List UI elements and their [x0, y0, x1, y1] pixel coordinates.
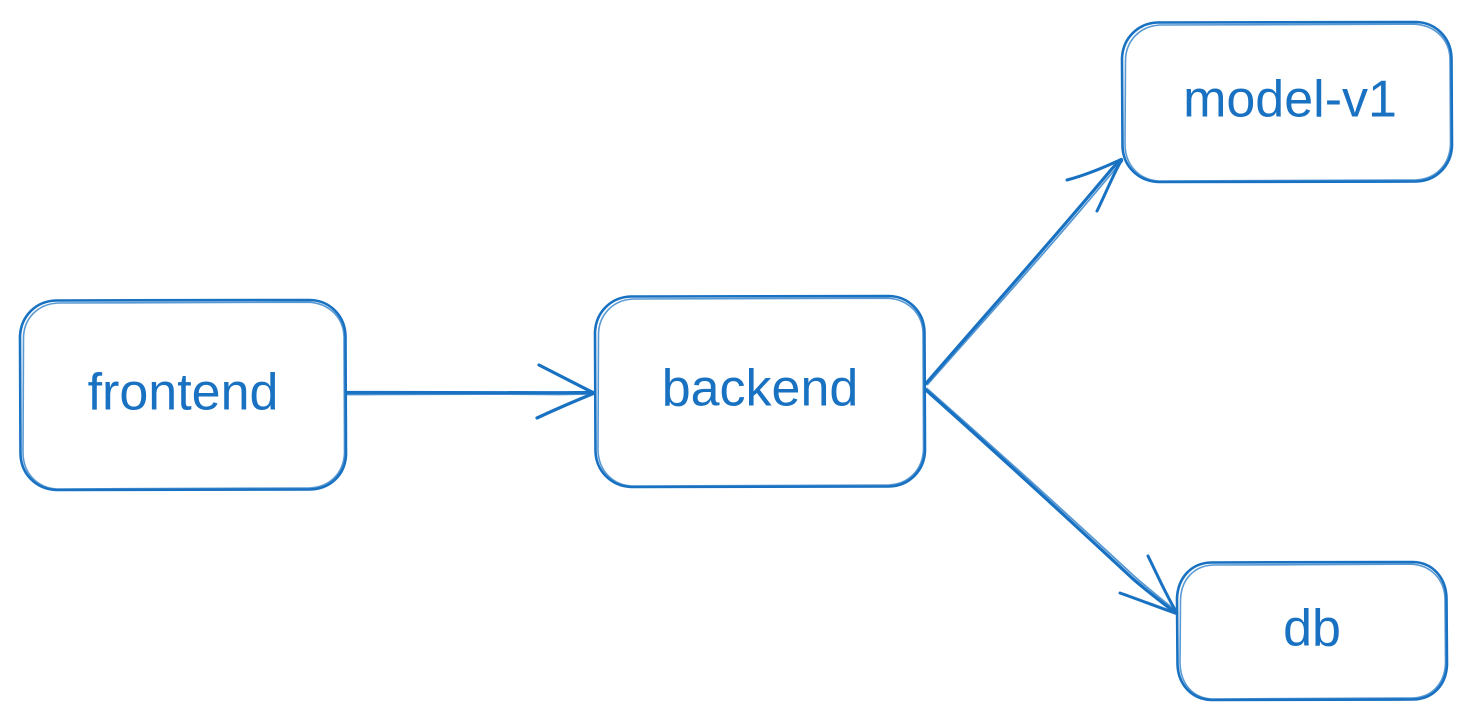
edge-line-frontend-backend-2 [346, 392, 595, 396]
arrowhead-frontend-backend-upper [537, 363, 595, 395]
arrowhead-backend-db-lower [1146, 554, 1179, 615]
edge-frontend-to-backend[interactable] [344, 363, 596, 420]
node-backend-label: backend [662, 360, 859, 418]
node-frontend-outline-sketch [22, 301, 346, 490]
edge-backend-to-model-v1[interactable] [924, 157, 1124, 386]
arrowhead-frontend-backend-lower [535, 392, 595, 420]
node-model-v1-outline-sketch [1124, 23, 1452, 182]
node-db[interactable]: db [1175, 560, 1449, 702]
node-frontend[interactable]: frontend [18, 298, 348, 492]
node-frontend-outline [18, 298, 348, 492]
node-db-outline [1175, 560, 1449, 702]
edge-line-backend-db-2 [926, 387, 1179, 613]
edge-line-backend-db [924, 388, 1179, 616]
arrowhead-backend-model-right [1095, 158, 1123, 213]
node-frontend-label: frontend [88, 364, 279, 422]
arrowhead-backend-model-left [1065, 158, 1123, 182]
node-model-v1[interactable]: model-v1 [1120, 20, 1454, 184]
node-backend[interactable]: backend [593, 294, 927, 489]
edge-line-backend-model-2 [926, 160, 1124, 386]
edge-backend-to-db[interactable] [924, 387, 1179, 616]
arrowhead-backend-db-upper [1118, 591, 1178, 615]
edge-line-backend-model [924, 157, 1124, 386]
node-backend-outline [593, 294, 927, 489]
node-model-v1-label: model-v1 [1183, 71, 1397, 129]
node-model-v1-outline [1120, 20, 1454, 184]
node-db-outline-sketch [1179, 563, 1447, 700]
node-backend-outline-sketch [597, 297, 925, 487]
node-db-label: db [1283, 600, 1341, 658]
